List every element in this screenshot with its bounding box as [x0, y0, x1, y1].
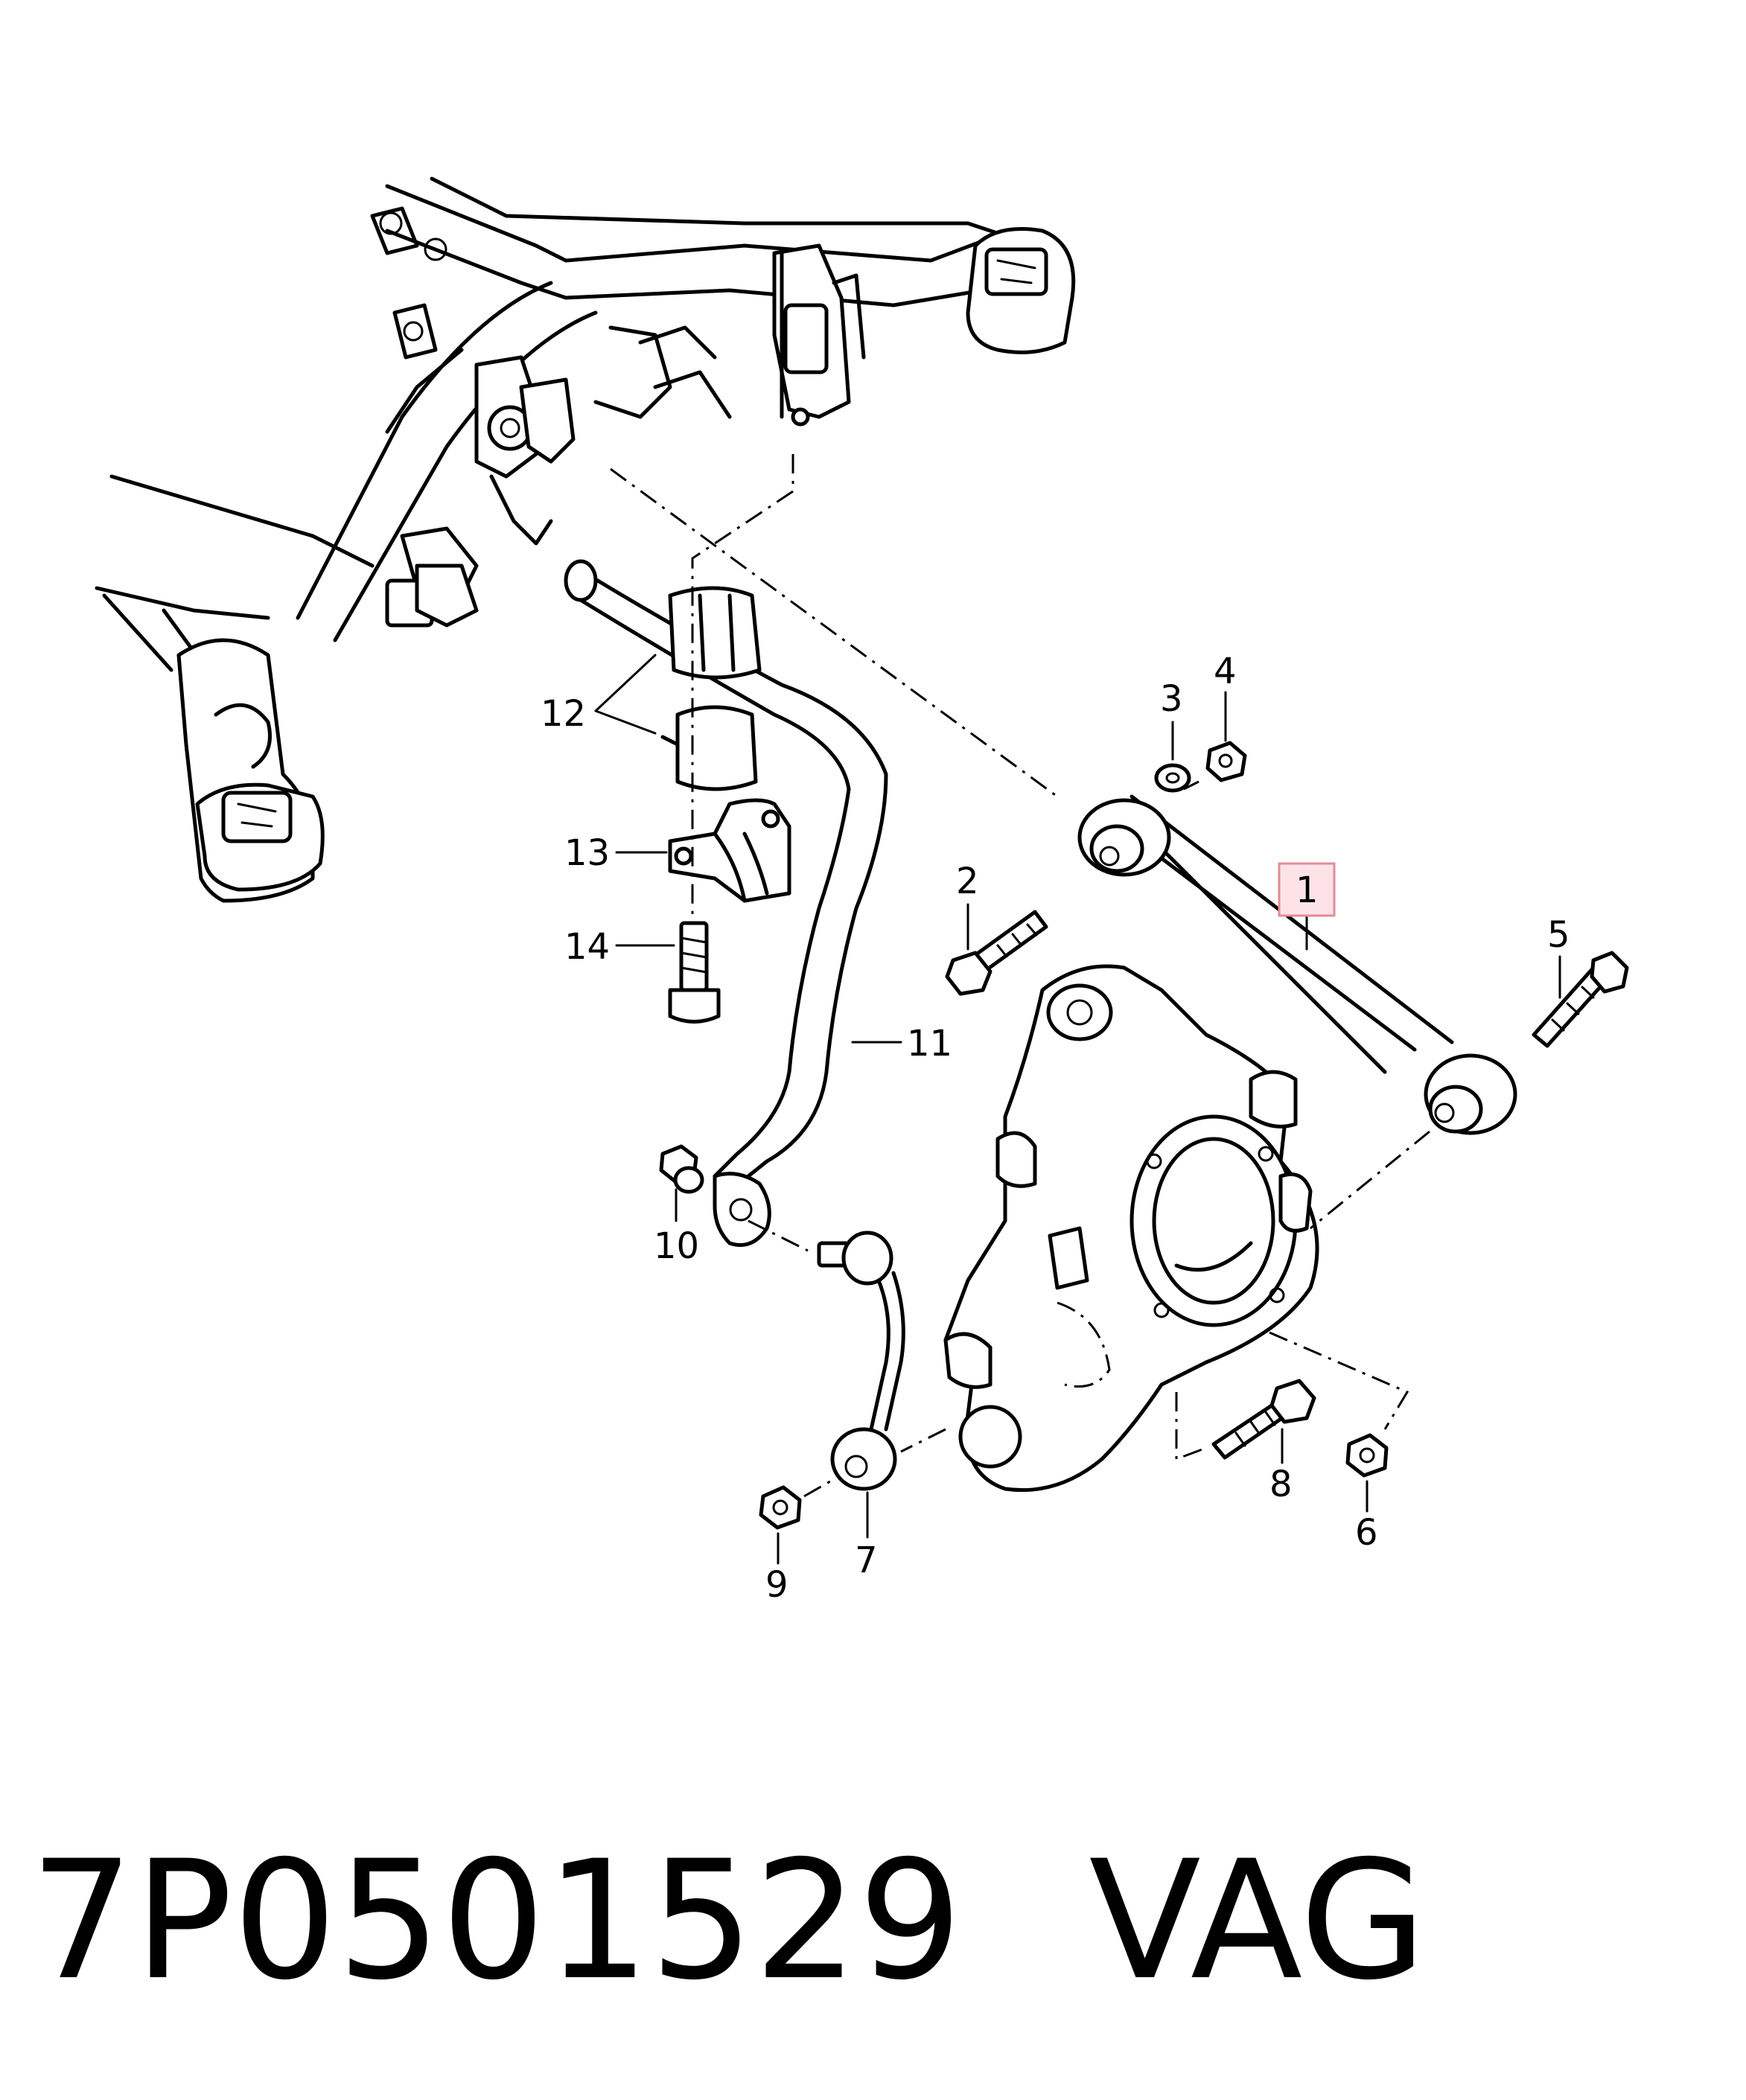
- callout-1-highlight: [1278, 862, 1336, 917]
- washer-3: [1154, 763, 1191, 793]
- brand-name: VAG: [1089, 1825, 1427, 2016]
- coupling-rod-7: [817, 1231, 905, 1491]
- bolt-14: [668, 921, 721, 1024]
- callout-7: 7: [855, 1539, 878, 1581]
- rear-subframe: [95, 176, 1076, 903]
- stabilizer-clamp-13: [668, 798, 791, 903]
- bolt-5: [1532, 951, 1629, 1048]
- callout-4: 4: [1214, 651, 1237, 692]
- callout-labels: 1 2 3 4 5 6 7 8 9 10 11 12 13 14: [541, 651, 1570, 1606]
- callout-3: 3: [1160, 678, 1183, 720]
- callout-2: 2: [956, 861, 979, 902]
- callout-8: 8: [1269, 1464, 1293, 1505]
- nut-10: [659, 1144, 704, 1194]
- bolt-8: [1211, 1379, 1316, 1460]
- nut-4: [1205, 741, 1247, 782]
- leader-lines: [594, 654, 1561, 1565]
- exploded-parts-diagram: 1 2 3 4 5 6 7 8 9 10 11 12 13 14: [95, 176, 1629, 1606]
- stabilizer-bushing-12: [660, 586, 762, 791]
- callout-6: 6: [1355, 1512, 1378, 1554]
- callout-13: 13: [564, 832, 610, 874]
- assembly-lines: [610, 454, 1430, 1498]
- track-control-arm-1: [1077, 794, 1517, 1135]
- callout-14: 14: [564, 926, 610, 968]
- callout-11: 11: [907, 1023, 952, 1065]
- callout-10: 10: [654, 1225, 699, 1267]
- part-number: 7P0501529: [30, 1825, 963, 2016]
- bolt-2: [945, 910, 1048, 996]
- callout-12: 12: [541, 693, 586, 735]
- callout-1: 1: [1296, 869, 1319, 911]
- callout-9: 9: [765, 1564, 788, 1606]
- callout-5: 5: [1547, 914, 1570, 956]
- nut-6: [1345, 1433, 1389, 1478]
- wheel-bearing-housing: [943, 964, 1319, 1493]
- nut-9: [759, 1485, 802, 1530]
- stabilizer-bar: [564, 559, 888, 1247]
